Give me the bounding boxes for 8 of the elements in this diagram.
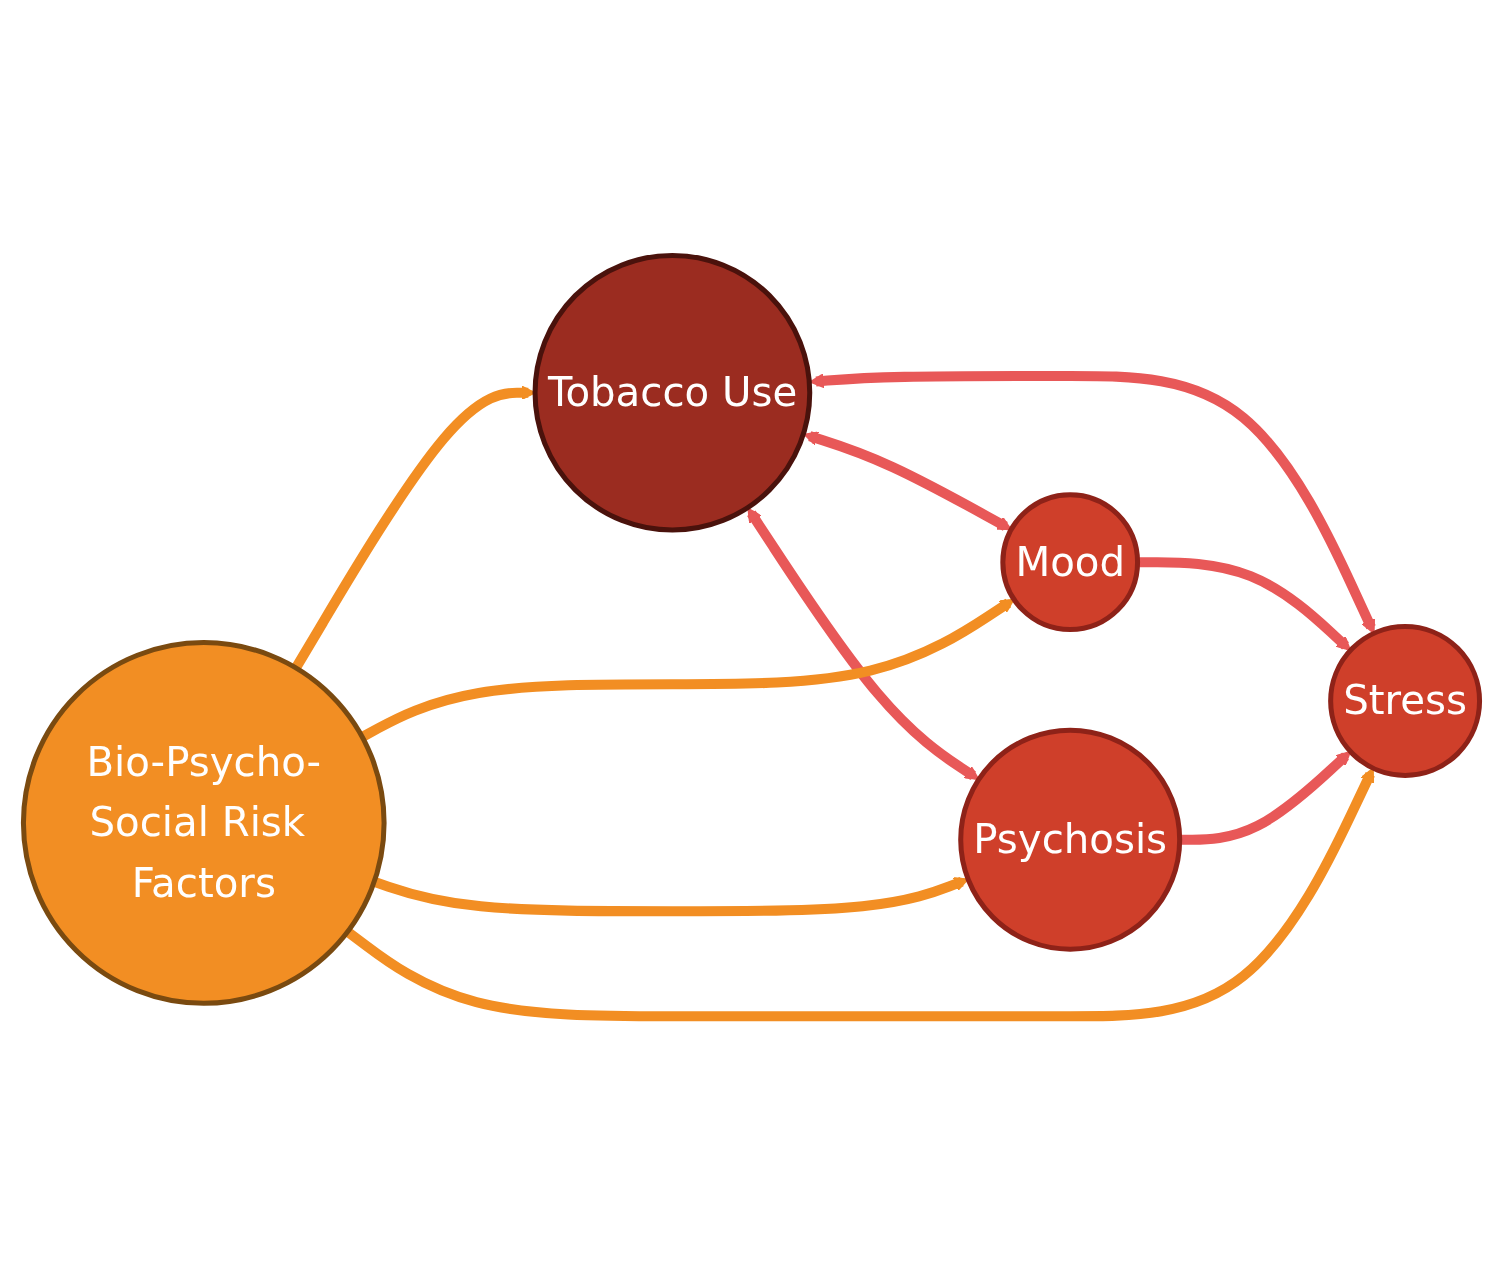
arrow	[359, 598, 1015, 742]
arrow	[344, 767, 1375, 1022]
node-circle: Tobacco Use	[532, 253, 813, 533]
node-circle: Mood	[1000, 492, 1141, 633]
arrow	[747, 507, 980, 781]
node-circle: Bio-Psycho-Social Risk Factors	[20, 640, 387, 1006]
node-circle: Stress	[1328, 624, 1483, 779]
node-circle: Psychosis	[958, 727, 1183, 952]
